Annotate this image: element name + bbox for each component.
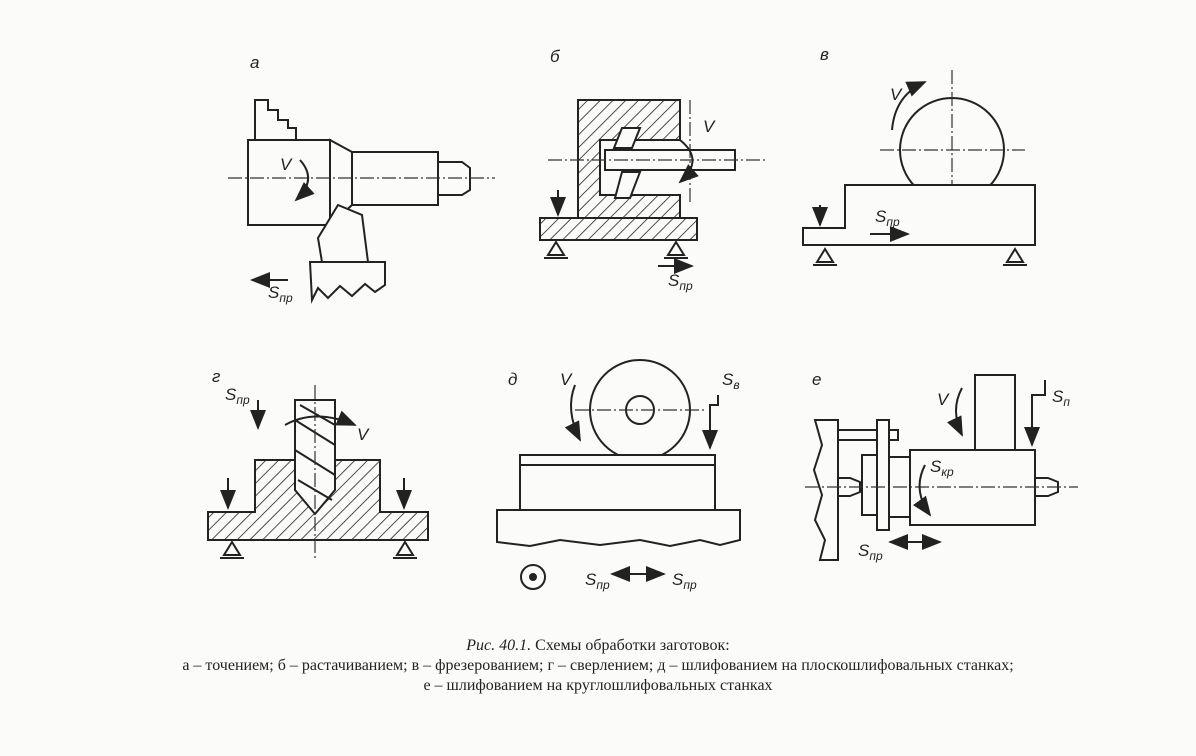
panel-drilling: г V Sпр [207,367,429,560]
svg-text:V: V [280,155,293,174]
svg-text:г: г [212,367,220,386]
caption-legend-line: е – шлифованием на круглошлифовальных ст… [423,677,773,694]
svg-text:Sв: Sв [722,370,740,392]
svg-text:е: е [812,370,821,389]
figure-caption: Рис. 40.1. Схемы обработки заготовок: а … [0,636,1196,696]
svg-text:Sпр: Sпр [875,207,900,229]
panel-milling: в V Sпр [802,45,1036,266]
chuck-jaws [254,99,297,141]
svg-text:б: б [550,47,561,66]
headstock [812,419,839,561]
svg-text:Sпр: Sпр [585,570,610,592]
panel-cylindrical-grinding: е V Sп Sкр Sпр [805,370,1078,563]
machine-table [496,509,741,548]
svg-text:д: д [508,370,517,389]
faceplate [876,419,890,531]
svg-text:Sпр: Sпр [268,283,293,305]
grinding-wheel [974,374,1016,451]
svg-text:V: V [357,425,370,444]
chuck [247,139,331,226]
panel-boring: б V Sпр [539,47,765,293]
svg-text:Sпр: Sпр [225,385,250,407]
workpiece [802,184,1036,246]
panel-surface-grinding: д V Sв Sпр Sпр [496,359,741,592]
svg-text:Sпр: Sпр [672,570,697,592]
workpiece [519,464,716,511]
caption-legend-line: а – точением; б – растачиванием; в – фре… [182,657,1014,674]
svg-text:в: в [820,45,829,64]
svg-text:V: V [890,85,903,104]
svg-text:V: V [560,370,573,389]
machining-schemes-drawing: а V Sпр б V Sпр в [207,45,1078,592]
svg-text:V: V [937,390,950,409]
svg-text:Sпр: Sпр [858,541,883,563]
svg-text:Sкр: Sкр [930,457,954,479]
svg-text:Sп: Sп [1052,387,1070,409]
svg-text:Sпр: Sпр [668,271,693,293]
panel-letter: а [250,53,259,72]
panel-turning: а V Sпр [228,53,495,305]
svg-text:V: V [703,117,716,136]
caption-title: Рис. 40.1. Схемы обработки заготовок: [466,637,730,654]
